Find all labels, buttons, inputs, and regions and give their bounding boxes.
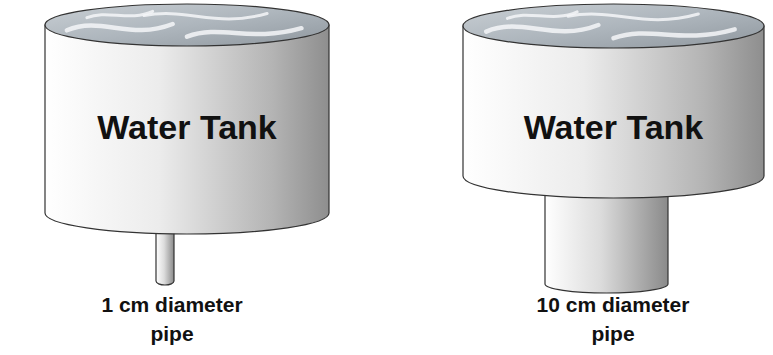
pipe-label: 10 cm diameter pipe bbox=[518, 290, 708, 348]
water-tank: Water Tank bbox=[462, 3, 765, 199]
tank-label: Water Tank bbox=[44, 107, 330, 147]
tank-body bbox=[463, 26, 764, 198]
wide-pipe bbox=[545, 185, 668, 293]
pipe-label: 1 cm diameter pipe bbox=[87, 290, 257, 348]
tank-outline bbox=[462, 3, 765, 199]
tank-body bbox=[45, 25, 329, 234]
water-tank: Water Tank bbox=[44, 3, 330, 235]
water-surface bbox=[45, 4, 329, 46]
tank-label: Water Tank bbox=[462, 107, 765, 147]
water-surface bbox=[463, 4, 764, 48]
